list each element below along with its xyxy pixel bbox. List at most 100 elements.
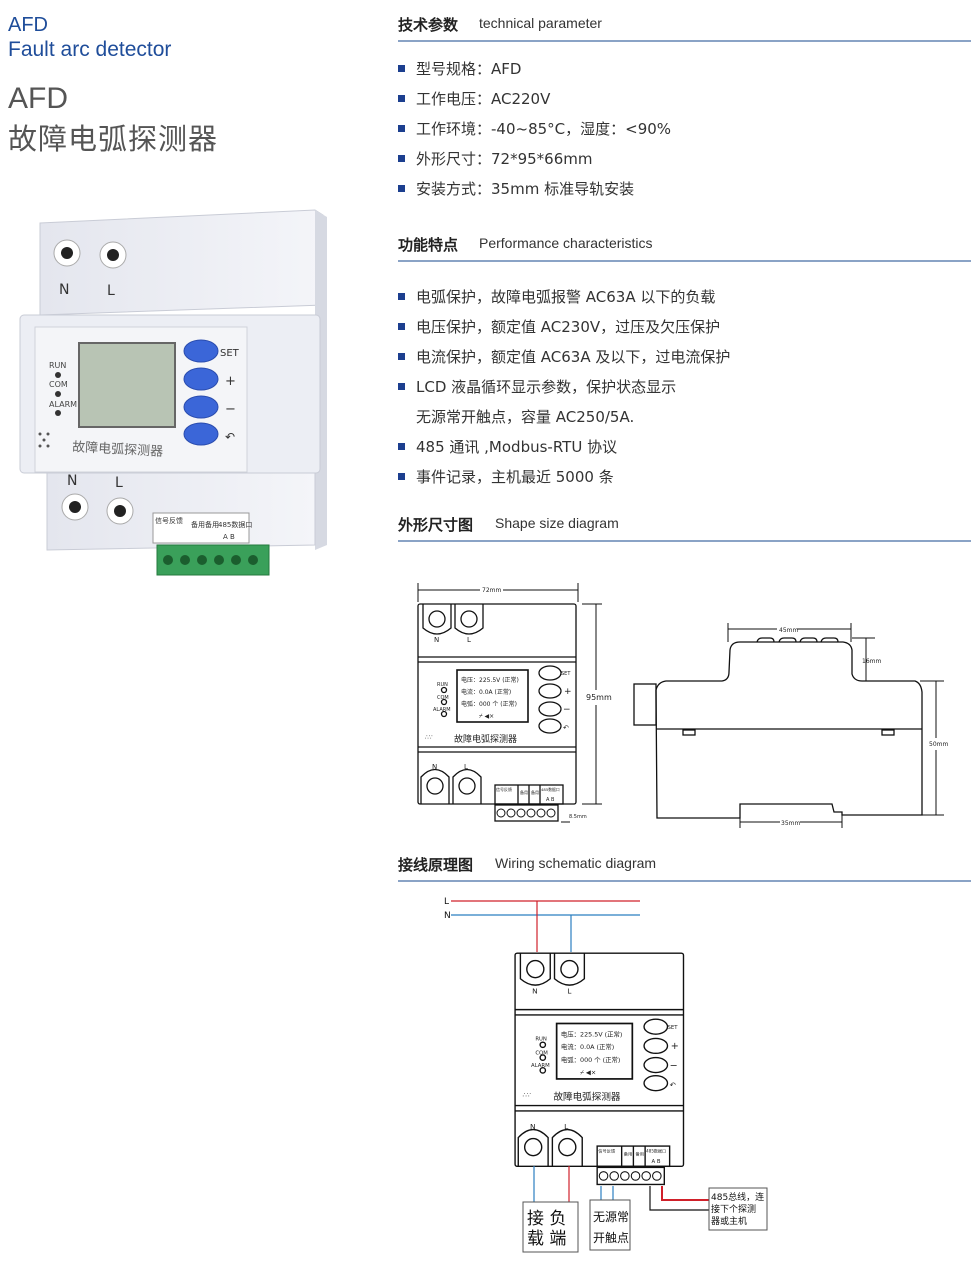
port-485: 485数据口 (646, 1147, 666, 1153)
photo-terminal-n-bottom: N (67, 473, 77, 489)
list-item: 电压保护，额定值 AC230V，过压及欠压保护 (398, 312, 730, 342)
list-item-text: 型号规格：AFD (416, 60, 522, 78)
device-wiring-drawing: N L N L RUN COM ALARM 电压：225.5V (正常) 电流：… (514, 952, 685, 1186)
photo-port-signal: 信号反馈 (155, 516, 183, 525)
device-btn-minus: − (563, 705, 571, 715)
list-item: 工作环境：-40~85°C，湿度：<90% (398, 114, 671, 144)
list-item-text: 电流保护，额定值 AC63A 及以下，过电流保护 (416, 348, 731, 366)
device-btn-plus: + (564, 687, 572, 697)
load-box-line1: 接 负 (527, 1209, 566, 1229)
section-title-en: Wiring schematic diagram (495, 855, 657, 871)
device-side-view (633, 637, 923, 819)
photo-btn-plus: + (225, 374, 236, 389)
list-item-text: 工作电压：AC220V (416, 90, 551, 108)
list-item: 485 通讯 ,Modbus-RTU 协议 (398, 432, 730, 462)
device-led-run: RUN (437, 682, 448, 688)
photo-terminal-l-bottom: L (115, 475, 123, 491)
device-terminal-n: N (434, 636, 439, 644)
list-item: LCD 液晶循环显示参数，保护状态显示 (398, 372, 730, 402)
port-spare-2: 备用 (636, 1151, 645, 1158)
product-photo: N L RUN COM ALARM SET + − ↶ 故障电弧探测器 N L … (19, 209, 327, 576)
dim-step: 16mm (862, 658, 881, 665)
svg-text:∴∵: ∴∵ (523, 1091, 531, 1099)
port-signal: 信号反馈 (598, 1147, 616, 1154)
wire-label-l: L (444, 897, 449, 907)
bullet-icon (398, 185, 405, 192)
bullet-icon (398, 323, 405, 330)
contact-box-line1: 无源常 (593, 1210, 629, 1224)
list-item: 电弧保护，故障电弧报警 AC63A 以下的负载 (398, 282, 730, 312)
bullet-icon (398, 65, 405, 72)
wire-label-n: N (444, 911, 451, 921)
lcd-line-arc: 电弧：000 个 (正常) (561, 1055, 620, 1064)
list-item: 外形尺寸：72*95*66mm (398, 144, 671, 174)
dim-rail: 35mm (781, 820, 800, 827)
performance-list: 电弧保护，故障电弧报警 AC63A 以下的负载 电压保护，额定值 AC230V，… (398, 282, 730, 492)
list-item-text: 安装方式：35mm 标准导轨安装 (416, 180, 635, 198)
photo-device-label: 故障电弧探测器 (72, 440, 164, 460)
section-title-cn: 外形尺寸图 (398, 516, 474, 534)
model-code-en: AFD (8, 14, 48, 36)
port-signal: 信号反馈 (496, 786, 512, 792)
device-terminal-n-bottom: N (530, 1122, 536, 1131)
device-led-alarm: ALARM (531, 1063, 550, 1069)
device-terminal-n: N (532, 987, 538, 996)
device-wiring-view: N L N L RUN COM ALARM 电压：225.5V (正常) 电流：… (514, 952, 685, 1186)
bullet-icon (398, 383, 405, 390)
lcd-line-arc: 电弧：000 个 (正常) (461, 700, 517, 708)
section-title-en: Shape size diagram (495, 515, 619, 531)
list-item-text: 外形尺寸：72*95*66mm (416, 150, 593, 168)
model-code: AFD (8, 82, 68, 115)
list-item: 型号规格：AFD (398, 54, 671, 84)
device-label: 故障电弧探测器 (553, 1091, 620, 1103)
photo-port-485: 485数据口 (218, 520, 252, 529)
list-item: 无源常开触点，容量 AC250/5A. (398, 402, 730, 432)
product-name-cn: 故障电弧探测器 (8, 122, 219, 156)
list-item-text: 电压保护，额定值 AC230V，过压及欠压保护 (416, 318, 721, 336)
load-box (522, 1201, 579, 1253)
list-item-text: LCD 液晶循环显示参数，保护状态显示 (416, 378, 677, 396)
bullet-icon (398, 95, 405, 102)
section-title-cn: 技术参数 (398, 16, 459, 34)
list-item: 事件记录，主机最近 5000 条 (398, 462, 730, 492)
device-terminal-l: L (467, 636, 471, 644)
photo-led-alarm: ALARM (49, 400, 77, 409)
photo-btn-set: SET (220, 348, 240, 359)
section-title-cn: 接线原理图 (398, 856, 474, 874)
contact-box-line2: 开触点 (593, 1231, 629, 1245)
port-ab: A B (546, 797, 555, 803)
svg-text:⌿ ◀×: ⌿ ◀× (580, 1069, 596, 1077)
device-btn-set: SET (561, 671, 571, 677)
bullet-icon (398, 443, 405, 450)
lcd-line-current: 电流：0.0A (正常) (561, 1042, 614, 1051)
device-front-view: N L N L RUN COM ALARM 电压：225.5V (正常) 电流：… (417, 603, 577, 822)
bus-box-line3: 器或主机 (711, 1215, 747, 1227)
device-terminal-l-bottom: L (464, 763, 468, 771)
load-box-line2: 载 端 (527, 1229, 566, 1249)
photo-led-run: RUN (49, 361, 66, 370)
photo-btn-minus: − (225, 402, 236, 417)
bus-box-line2: 接下个探测 (711, 1203, 756, 1215)
section-header-shape: 外形尺寸图 Shape size diagram (398, 510, 971, 542)
section-title-en: Performance characteristics (479, 235, 653, 251)
port-spare-1: 备用 (520, 789, 528, 795)
port-spare-1: 备用 (624, 1151, 633, 1158)
photo-port-spare1: 备用 (191, 520, 205, 529)
device-btn-plus: + (671, 1041, 679, 1052)
list-item-text: 电弧保护，故障电弧报警 AC63A 以下的负载 (416, 288, 716, 306)
photo-terminal-n: N (59, 282, 69, 298)
lcd-line-current: 电流：0.0A (正常) (461, 688, 511, 696)
list-item: 安装方式：35mm 标准导轨安装 (398, 174, 671, 204)
device-btn-back: ↶ (563, 724, 569, 732)
device-terminal-n-bottom: N (432, 763, 437, 771)
svg-text:⌿ ◀×: ⌿ ◀× (479, 713, 494, 720)
device-label: 故障电弧探测器 (454, 733, 517, 745)
dim-terminal: 8.5mm (569, 814, 587, 820)
section-title-en: technical parameter (479, 15, 602, 31)
bullet-icon (398, 293, 405, 300)
port-ab: A B (652, 1159, 661, 1165)
section-header-performance: 功能特点 Performance characteristics (398, 230, 971, 262)
bullet-icon (398, 473, 405, 480)
photo-btn-back: ↶ (225, 430, 235, 444)
